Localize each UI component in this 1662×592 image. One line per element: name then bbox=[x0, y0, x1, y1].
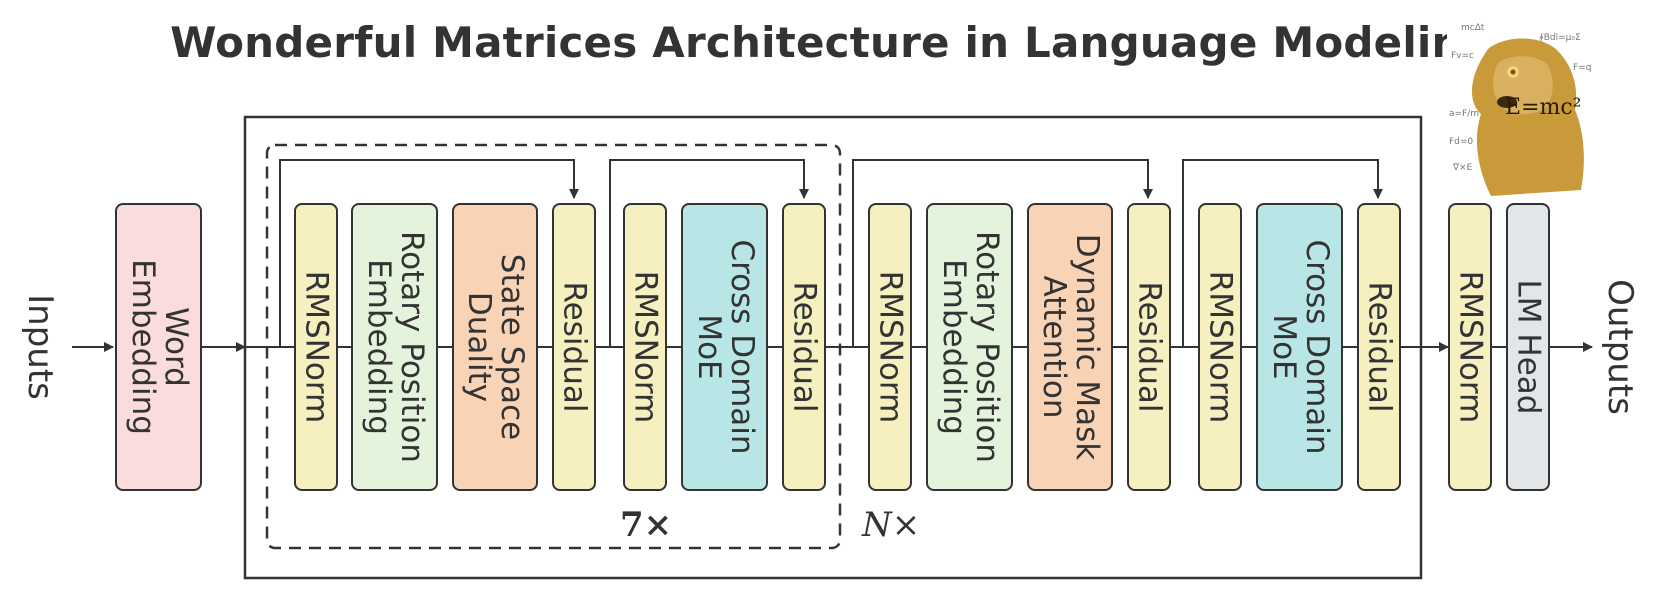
diagram-title: Wonderful Matrices Architecture in Langu… bbox=[170, 18, 1492, 67]
final-rmsnorm-block: RMSNorm bbox=[1448, 203, 1492, 491]
skip-connection-2 bbox=[609, 159, 809, 347]
doge-scientist-icon: mcΔt ∮Bdl=μ₀Σ Fv=c F=q a=F/m Fd=0 ∇×E P=… bbox=[1447, 18, 1597, 200]
svg-text:F=q: F=q bbox=[1573, 63, 1591, 73]
inputs-label: Inputs bbox=[20, 294, 60, 400]
residual-block: Residual bbox=[1357, 203, 1401, 491]
residual-label: Residual bbox=[556, 281, 593, 413]
svg-text:∮Bdl=μ₀Σ: ∮Bdl=μ₀Σ bbox=[1539, 33, 1581, 43]
rotary-position-embedding-label: Rotary Position Embedding bbox=[935, 231, 1005, 463]
rmsnorm-label: RMSNorm bbox=[872, 270, 909, 424]
svg-text:∇×E: ∇×E bbox=[1452, 163, 1473, 173]
cross-domain-moe-block: Cross Domain MoE bbox=[681, 203, 768, 491]
cross-domain-moe-block: Cross Domain MoE bbox=[1256, 203, 1343, 491]
rotary-position-embedding-block: Rotary Position Embedding bbox=[926, 203, 1013, 491]
word-embedding-block: Word Embedding bbox=[115, 203, 202, 491]
rmsnorm-block: RMSNorm bbox=[868, 203, 912, 491]
rotary-position-embedding-block: Rotary Position Embedding bbox=[351, 203, 438, 491]
svg-text:Fd=0: Fd=0 bbox=[1449, 137, 1473, 147]
residual-label: Residual bbox=[1361, 281, 1398, 413]
outputs-label: Outputs bbox=[1600, 279, 1640, 415]
rmsnorm-block: RMSNorm bbox=[1198, 203, 1242, 491]
svg-text:Fv=c: Fv=c bbox=[1451, 51, 1474, 61]
rmsnorm-block: RMSNorm bbox=[294, 203, 338, 491]
skip-connections bbox=[279, 159, 1383, 347]
residual-label: Residual bbox=[1131, 281, 1168, 413]
dynamic-mask-attention-block: Dynamic Mask Attention bbox=[1027, 203, 1113, 491]
inner-repeat-label: 7× bbox=[620, 505, 673, 545]
word-embedding-label: Word Embedding bbox=[124, 259, 194, 435]
residual-block: Residual bbox=[782, 203, 826, 491]
rmsnorm-label: RMSNorm bbox=[627, 270, 664, 424]
residual-block: Residual bbox=[552, 203, 596, 491]
rmsnorm-label: RMSNorm bbox=[298, 270, 335, 424]
rmsnorm-label: RMSNorm bbox=[1452, 270, 1489, 424]
rmsnorm-block: RMSNorm bbox=[623, 203, 667, 491]
skip-connection-1 bbox=[279, 159, 579, 347]
cross-domain-moe-label: Cross Domain MoE bbox=[690, 239, 760, 455]
state-space-duality-label: State Space Duality bbox=[461, 253, 530, 441]
state-space-duality-block: State Space Duality bbox=[452, 203, 538, 491]
rotary-position-embedding-label: Rotary Position Embedding bbox=[360, 231, 430, 463]
lm-head-label: LM Head bbox=[1510, 279, 1547, 415]
svg-text:mcΔt: mcΔt bbox=[1461, 23, 1485, 33]
lm-head-block: LM Head bbox=[1506, 203, 1550, 491]
skip-connection-4 bbox=[1182, 159, 1383, 347]
residual-block: Residual bbox=[1127, 203, 1171, 491]
rmsnorm-label: RMSNorm bbox=[1202, 270, 1239, 424]
dynamic-mask-attention-label: Dynamic Mask Attention bbox=[1036, 233, 1105, 461]
skip-connection-3 bbox=[852, 159, 1153, 347]
residual-label: Residual bbox=[786, 281, 823, 413]
svg-text:E=mc²: E=mc² bbox=[1505, 95, 1582, 120]
svg-text:a=F/m: a=F/m bbox=[1449, 109, 1479, 119]
outer-repeat-label: N× bbox=[862, 505, 921, 545]
cross-domain-moe-label: Cross Domain MoE bbox=[1265, 239, 1335, 455]
